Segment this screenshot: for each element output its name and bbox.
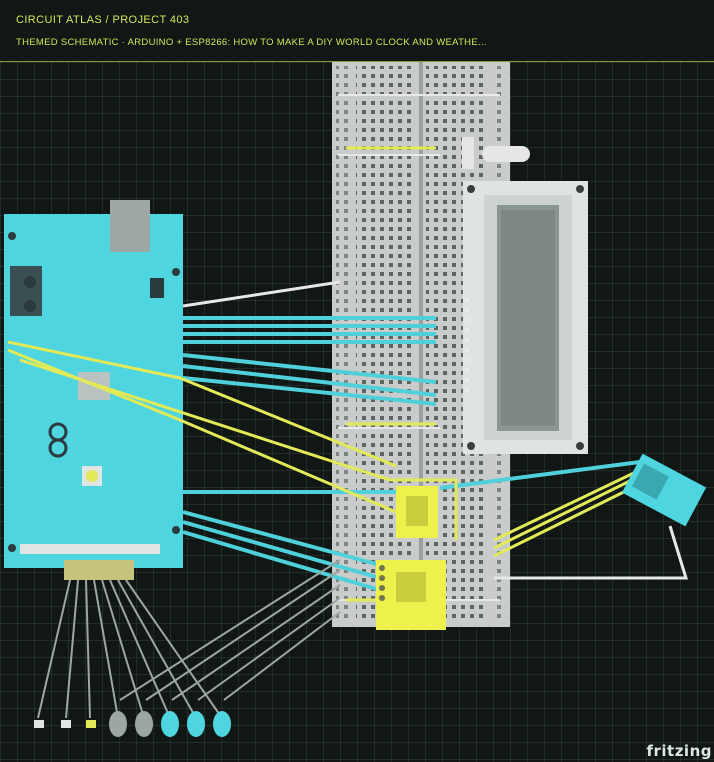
- led-row: [34, 711, 231, 737]
- arduino-mega-board: [4, 200, 183, 568]
- led-leads: [37, 559, 341, 719]
- dht-sensor-module: [376, 560, 446, 630]
- cyan-wires: [182, 316, 641, 592]
- lcd-16x2-display: [463, 181, 588, 454]
- header: CIRCUIT ATLAS / PROJECT 403 THEMED SCHEM…: [0, 0, 714, 62]
- esp8266-module: [621, 453, 707, 527]
- page-title: CIRCUIT ATLAS / PROJECT 403: [16, 14, 190, 26]
- rtc-module: [396, 486, 438, 538]
- yellow-wires: [7, 146, 641, 602]
- potentiometer: [462, 137, 530, 169]
- fritzing-watermark: fritzing: [646, 742, 712, 760]
- white-wire: [182, 280, 689, 580]
- resistor-array: [64, 560, 134, 580]
- page-subtitle: THEMED SCHEMATIC · ARDUINO + ESP8266: HO…: [16, 37, 487, 48]
